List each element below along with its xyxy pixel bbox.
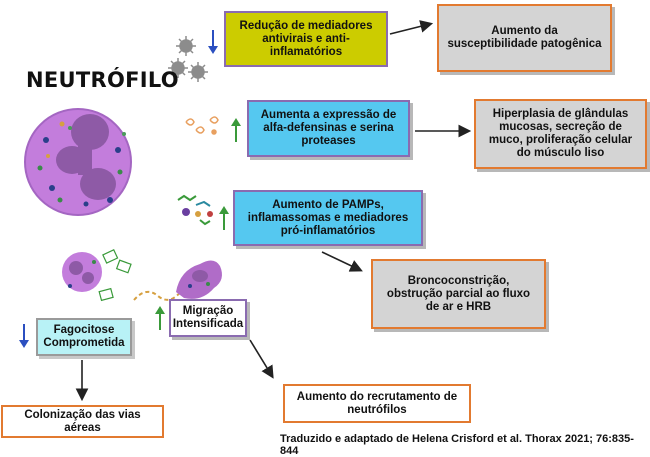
fagocitose-box: Fagocitose Comprometida [36,318,132,356]
phagocyte-cell [62,249,132,302]
reducao-box: Redução de mediadores antivirais e anti-… [224,11,388,67]
decrease-arrow-icon [208,30,218,54]
increase-arrow-icon [155,306,165,330]
increase-arrow-icon [219,206,229,230]
susceptibilidade-box: Aumento da susceptibilidade patogênica [437,4,612,72]
colonizacao-box: Colonização das vias aéreas [1,405,164,438]
source-citation: Traduzido e adaptado de Helena Crisford … [280,433,634,457]
increase-arrow-icon [231,118,241,142]
neutrophil-cell [24,108,132,216]
broncoconstricao-box: Broncoconstrição, obstrução parcial ao f… [371,259,546,329]
peptide-icon [185,116,219,135]
migration-trail [133,289,183,301]
page-title: NEUTRÓFILO [26,68,179,92]
virus-icon [168,36,208,82]
decrease-arrow-icon [19,324,29,348]
pamp-molecules-icon [177,194,213,226]
alfa-defensinas-box: Aumenta a expressão de alfa-defensinas e… [247,100,410,157]
migracao-box: Migração Intensificada [169,299,247,337]
migrating-neutrophil [176,260,222,299]
recrutamento-box: Aumento do recrutamento de neutrófilos [283,384,471,423]
pamps-box: Aumento de PAMPs, inflamassomas e mediad… [233,190,423,246]
hiperplasia-box: Hiperplasia de glândulas mucosas, secreç… [474,99,647,169]
connector-arrows [75,20,472,402]
